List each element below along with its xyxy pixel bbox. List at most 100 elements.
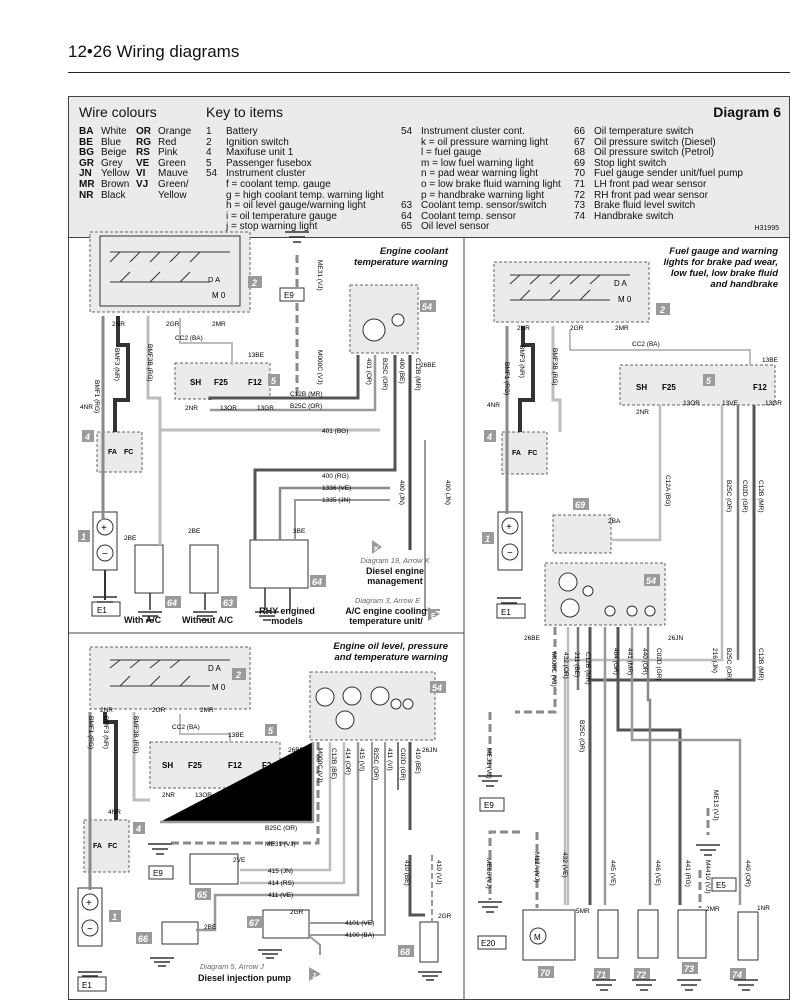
wire-code: RG xyxy=(136,136,151,148)
item-row: j = stop warning light xyxy=(206,222,384,233)
svg-text:F12: F12 xyxy=(228,761,242,770)
svg-text:432 (VE): 432 (VE) xyxy=(561,852,568,878)
svg-text:64: 64 xyxy=(167,598,177,608)
item-number: 65 xyxy=(401,221,413,233)
item-2-label xyxy=(248,276,262,288)
svg-text:F25: F25 xyxy=(188,761,202,770)
item-number: 5 xyxy=(206,157,212,169)
wire-row: RG Red xyxy=(136,136,191,149)
wire-code: NR xyxy=(79,189,94,201)
svg-text:2VE: 2VE xyxy=(233,857,246,864)
item-number: 2 xyxy=(206,136,212,148)
svg-text:+: + xyxy=(101,523,107,534)
svg-text:13BE: 13BE xyxy=(762,357,779,364)
svg-text:13OR: 13OR xyxy=(683,400,700,407)
wire-code: MR xyxy=(79,178,95,190)
svg-text:1: 1 xyxy=(81,532,86,542)
svg-text:440 (OR): 440 (OR) xyxy=(744,860,751,887)
svg-text:216 (JN): 216 (JN) xyxy=(711,648,718,673)
item-description: Maxifuse unit 1 xyxy=(226,147,294,159)
svg-text:BMF3 (NR): BMF3 (NR) xyxy=(518,345,525,378)
item-number: 63 xyxy=(401,200,413,212)
svg-text:67: 67 xyxy=(249,918,260,928)
svg-text:4: 4 xyxy=(486,432,492,442)
key-title: Key to items xyxy=(206,104,284,120)
svg-text:71: 71 xyxy=(596,970,606,980)
wire-colours-title: Wire colours xyxy=(79,104,157,120)
wire-code: BG xyxy=(79,147,94,159)
svg-text:4: 4 xyxy=(135,824,141,834)
svg-text:C12B (MR): C12B (MR) xyxy=(757,648,764,681)
svg-text:D A: D A xyxy=(208,275,220,284)
svg-text:2BE: 2BE xyxy=(124,535,137,542)
svg-text:FC: FC xyxy=(528,450,537,457)
svg-text:E: E xyxy=(431,613,436,620)
svg-text:68: 68 xyxy=(400,947,410,957)
svg-text:2NR: 2NR xyxy=(100,707,113,714)
wire-name: Yellow xyxy=(101,168,130,180)
svg-text:M 0: M 0 xyxy=(212,291,226,300)
svg-text:211 (BE): 211 (BE) xyxy=(573,652,580,677)
svg-text:J: J xyxy=(312,973,316,980)
item-description: o = low brake fluid warning light xyxy=(421,178,561,190)
svg-text:BMF3 (NR): BMF3 (NR) xyxy=(113,348,120,381)
svg-text:26BE: 26BE xyxy=(288,747,305,754)
svg-text:C02D (GR): C02D (GR) xyxy=(655,648,662,681)
svg-text:414 (OR): 414 (OR) xyxy=(344,748,351,775)
wire-row: OR Orange xyxy=(136,126,192,138)
svg-text:410 (VJ): 410 (VJ) xyxy=(435,860,442,885)
wire-code: BA xyxy=(79,126,94,137)
wire-code: VJ xyxy=(136,178,149,190)
item-description: h = oil level gauge/warning light xyxy=(226,200,366,212)
svg-text:72: 72 xyxy=(636,970,646,980)
svg-text:ME31 (VJ): ME31 (VJ) xyxy=(265,841,296,848)
svg-text:F2: F2 xyxy=(262,761,272,770)
svg-text:440 (OR): 440 (OR) xyxy=(641,648,648,675)
item-description: Coolant temp. sensor xyxy=(421,210,517,222)
coolant-diesel-ref: Diagram 19, Arrow K xyxy=(360,556,430,565)
svg-text:2BE: 2BE xyxy=(204,924,217,931)
item-description: n = pad wear warning light xyxy=(421,168,539,180)
svg-text:E5: E5 xyxy=(716,881,726,890)
svg-text:BMF3B (RG): BMF3B (RG) xyxy=(132,716,139,754)
svg-text:69: 69 xyxy=(575,500,585,510)
svg-text:65: 65 xyxy=(197,890,208,900)
svg-text:C12B (MR): C12B (MR) xyxy=(290,391,323,398)
wire-name: Red xyxy=(158,136,177,148)
svg-text:1: 1 xyxy=(485,534,490,544)
svg-text:415 (JN): 415 (JN) xyxy=(268,868,293,875)
svg-text:M000C (VJ): M000C (VJ) xyxy=(316,748,323,783)
item-description: Coolant temp. sensor/switch xyxy=(421,200,547,212)
svg-text:26JN: 26JN xyxy=(422,747,437,754)
svg-text:414 (RS): 414 (RS) xyxy=(268,880,294,887)
svg-text:−: − xyxy=(507,548,513,559)
svg-text:4100 (BA): 4100 (BA) xyxy=(345,932,374,939)
svg-text:400 (RG): 400 (RG) xyxy=(322,473,349,480)
svg-text:BMF3B (RG): BMF3B (RG) xyxy=(551,348,558,386)
wire-code: VE xyxy=(136,157,150,169)
wire-code: OR xyxy=(136,126,151,137)
svg-text:2GR: 2GR xyxy=(152,707,166,714)
wire-name: Orange xyxy=(158,126,192,137)
svg-text:+: + xyxy=(86,898,92,909)
svg-text:4101 (VE): 4101 (VE) xyxy=(345,920,374,927)
svg-text:ME31 (VJ): ME31 (VJ) xyxy=(316,260,323,291)
svg-text:E1: E1 xyxy=(82,981,92,990)
svg-text:−: − xyxy=(102,549,108,560)
